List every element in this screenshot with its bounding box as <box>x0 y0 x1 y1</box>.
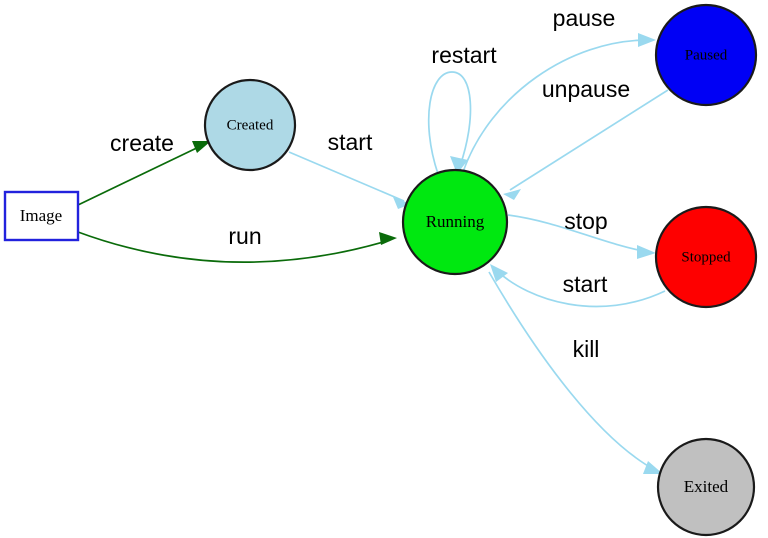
node-image[interactable]: Image <box>3 190 80 242</box>
edge-restart-label: restart <box>431 42 497 68</box>
node-exited[interactable]: Exited <box>656 437 756 537</box>
edge-create-path <box>77 143 206 206</box>
node-image-shape <box>3 190 80 242</box>
edge-unpause-path <box>509 89 669 191</box>
edge-run[interactable]: run <box>77 223 397 263</box>
edge-start-created-arrowhead <box>393 197 411 209</box>
edge-kill-arrowhead <box>643 461 663 474</box>
node-created-shape <box>203 78 297 172</box>
edge-unpause-label: unpause <box>542 76 630 102</box>
edge-stop[interactable]: stop <box>507 208 656 259</box>
edge-run-path <box>77 231 391 263</box>
node-running[interactable]: Running <box>401 168 509 276</box>
edge-create[interactable]: create <box>77 130 211 206</box>
node-stopped-shape <box>654 205 758 309</box>
edge-pause-label: pause <box>553 5 616 31</box>
edge-start-stopped-arrowhead <box>490 264 508 282</box>
edge-run-arrowhead <box>379 232 397 245</box>
node-created[interactable]: Created <box>203 78 297 172</box>
edge-kill-path <box>488 271 656 471</box>
edge-pause-path <box>462 39 649 173</box>
edge-restart-arrowhead <box>450 156 468 174</box>
edge-start-from-stopped[interactable]: start <box>490 264 666 308</box>
edge-stop-path <box>507 214 649 253</box>
edge-kill-label: kill <box>573 336 600 362</box>
edge-pause[interactable]: pause <box>462 5 656 173</box>
node-paused[interactable]: Paused <box>654 3 758 107</box>
edge-create-arrowhead <box>192 141 211 153</box>
node-running-shape <box>401 168 509 276</box>
edge-start-created-path <box>288 151 405 202</box>
edge-restart-path <box>427 71 472 175</box>
node-paused-shape <box>654 3 758 107</box>
edge-unpause-arrowhead <box>503 189 521 200</box>
node-exited-shape <box>656 437 756 537</box>
edge-unpause[interactable]: unpause <box>503 76 669 200</box>
edge-run-label: run <box>228 223 261 249</box>
edge-start-stopped-label: start <box>563 271 608 297</box>
edge-create-label: create <box>110 130 174 156</box>
edge-pause-arrowhead <box>638 33 656 47</box>
node-stopped[interactable]: Stopped <box>654 205 758 309</box>
edge-stop-arrowhead <box>637 245 656 259</box>
edge-start-created-label: start <box>328 129 373 155</box>
edge-restart-self-loop[interactable]: restart <box>427 42 497 175</box>
edge-kill[interactable]: kill <box>488 271 663 474</box>
edge-start-stopped-path <box>495 269 666 308</box>
edge-start-from-created[interactable]: start <box>288 129 411 209</box>
